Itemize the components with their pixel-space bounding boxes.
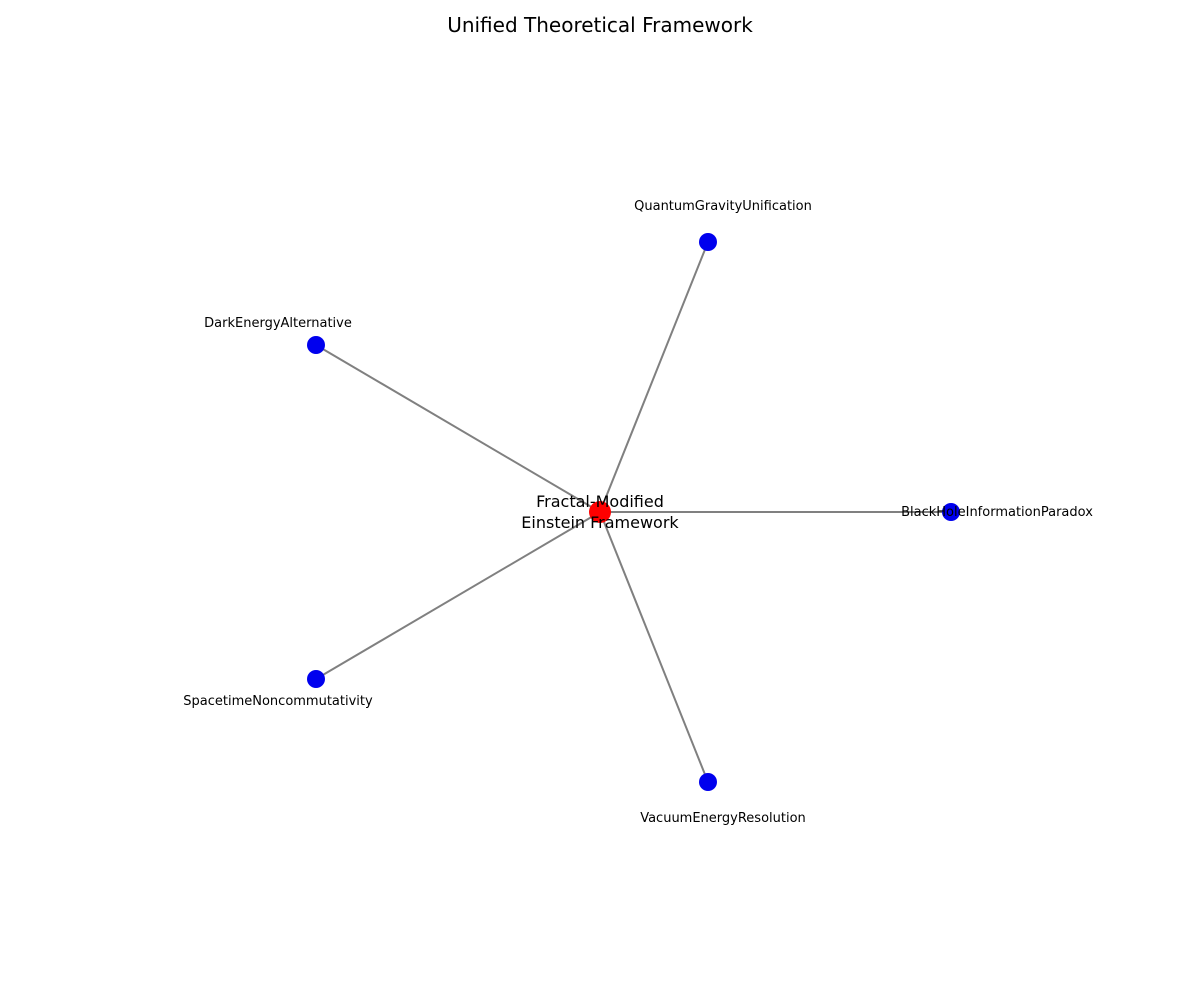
node-dark-energy [307,336,325,354]
edge-center-quantum-gravity [599,241,709,513]
diagram-title: Unified Theoretical Framework [447,13,753,37]
labels-group: Fractal-Modified Einstein Framework Quan… [183,199,1093,826]
label-quantum-gravity: QuantumGravityUnification [634,199,812,214]
edge-center-vacuum-energy [599,511,709,783]
edge-center-spacetime [315,511,601,680]
node-spacetime [307,670,325,688]
label-vacuum-energy: VacuumEnergyResolution [640,811,806,826]
edges-group [315,241,951,783]
label-black-hole: BlackHoleInformationParadox [901,505,1093,520]
center-label-line1: Fractal-Modified [536,492,664,511]
label-spacetime: SpacetimeNoncommutativity [183,694,373,709]
edge-center-dark-energy [315,344,601,513]
nodes-group [307,233,960,791]
center-label-line2: Einstein Framework [521,513,679,532]
label-dark-energy: DarkEnergyAlternative [204,316,352,331]
node-black-hole [942,503,960,521]
node-quantum-gravity [699,233,717,251]
node-vacuum-energy [699,773,717,791]
node-center [589,501,611,523]
